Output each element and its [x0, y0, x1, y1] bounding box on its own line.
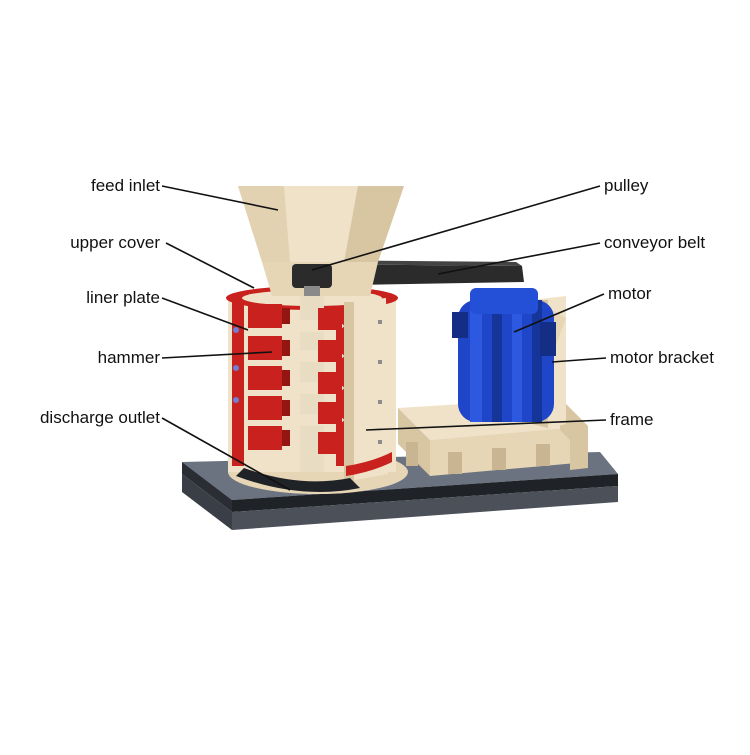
label-upper-cover: upper cover	[70, 233, 160, 252]
label-motor: motor	[608, 284, 652, 303]
label-frame: frame	[610, 410, 654, 429]
label-hammer: hammer	[97, 348, 160, 367]
motor	[452, 288, 556, 422]
hammers	[248, 304, 342, 454]
label-liner-plate: liner plate	[86, 288, 160, 307]
label-conveyor-belt: conveyor belt	[604, 233, 706, 252]
crusher-body	[226, 286, 408, 494]
leader-lines	[161, 185, 607, 491]
label-pulley: pulley	[604, 176, 649, 195]
pulley	[292, 264, 332, 296]
label-feed-inlet: feed inlet	[91, 176, 160, 195]
label-motor-bracket: motor bracket	[610, 348, 714, 367]
label-discharge-outlet: discharge outlet	[39, 408, 160, 427]
